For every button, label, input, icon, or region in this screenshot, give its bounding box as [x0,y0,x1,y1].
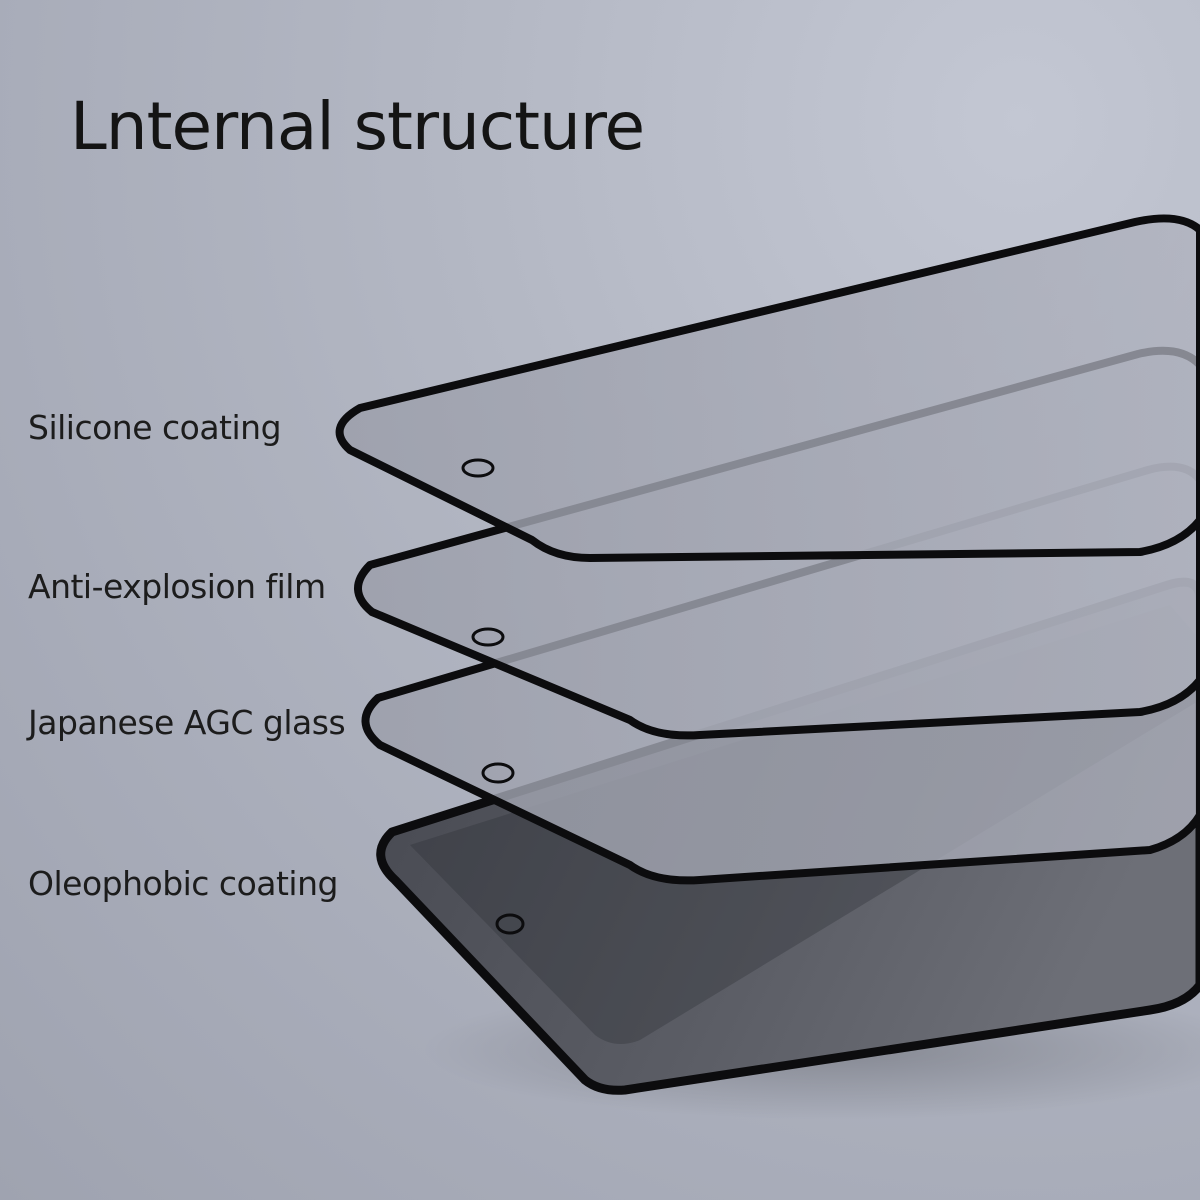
layer-silicone-coating [335,214,1200,562]
front-camera-cutout [481,762,515,784]
front-camera-cutout [461,458,495,478]
label-silicone-coating: Silicone coating [28,408,282,447]
label-japanese-agc-glass: Japanese AGC glass [28,703,346,742]
label-oleophobic-coating: Oleophobic coating [28,864,338,903]
label-anti-explosion-film: Anti-explosion film [28,567,326,606]
page-title: Lnternal structure [70,88,645,165]
front-camera-cutout [495,913,525,935]
front-camera-cutout [471,627,505,647]
